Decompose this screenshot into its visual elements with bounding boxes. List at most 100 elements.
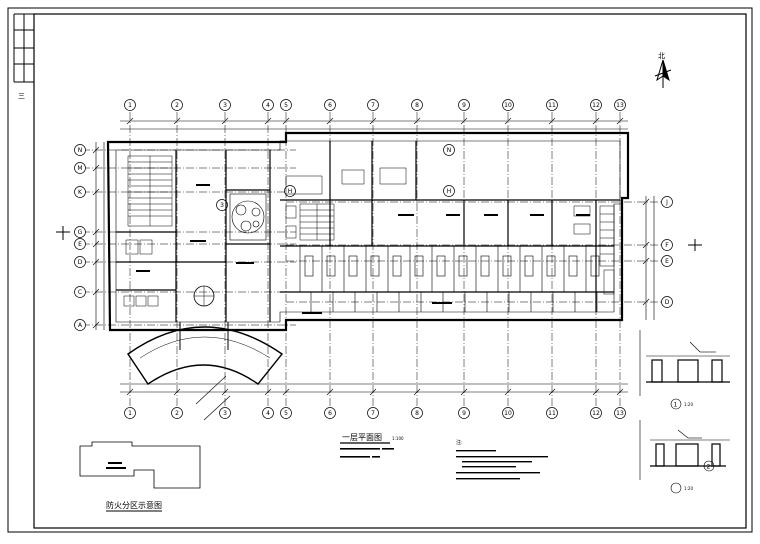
grid-bubble-bottom-11-label: 11 [548,410,556,417]
notes-heading: 注: [456,439,463,446]
grid-bubble-right-D: D [661,296,673,308]
grid-bubble-top-6: 6 [324,99,336,111]
grid-bubble-secondary-col-label: 3 [220,202,224,209]
grid-bubble-top-13: 13 [614,99,626,111]
grid-bubble-left-M: M [74,162,86,174]
grid-bubble-bottom-7-label: 7 [371,410,375,417]
exterior-walls [106,131,630,332]
grid-bubble-secondary-n: N [443,144,455,156]
grid-bubble-bottom-5: 5 [280,407,292,419]
grid-bubble-top-8: 8 [411,99,423,111]
room-labels-placeholders [136,184,590,314]
grid-bubble-top-13-label: 13 [616,102,624,109]
grid-bubble-top-5: 5 [280,99,292,111]
grid-bubble-right-E-label: E [665,258,669,265]
grid-bubble-top-12-label: 12 [592,102,600,109]
plan-scale: 1:100 [392,436,404,441]
notes-text-lines [456,450,548,480]
grid-bubble-top-2: 2 [171,99,183,111]
detail-2-drawing [639,420,730,480]
grid-bubble-left-E-label: E [78,241,82,248]
grid-bubble-secondary-row-2-label: H [447,188,452,195]
site-plan-drawing [79,441,201,489]
grid-bubble-top-9: 9 [458,99,470,111]
grid-bubble-top-10: 10 [502,99,514,111]
grid-bubble-right-J: J [661,196,673,208]
grid-bubble-left-A-label: A [78,322,83,329]
grid-bubble-left-N-label: N [78,147,83,154]
grid-bubbles: 1122334455667788991010111112121313ACDEGK… [74,99,673,419]
grid-bubble-bottom-6-label: 6 [328,410,332,417]
sheet-frame [7,7,753,533]
grid-bubble-left-C: C [74,286,86,298]
detail-1-drawing [639,330,730,396]
grid-bubble-bottom-12-label: 12 [592,410,600,417]
grid-bubble-top-1-label: 1 [128,102,132,109]
detail-1-scale: 1:20 [684,402,693,407]
grid-bubble-bottom-1-label: 1 [128,410,132,417]
grid-bubble-bottom-7: 7 [367,407,379,419]
grid-bubble-bottom-1: 1 [124,407,136,419]
grid-bubble-left-K-label: K [78,189,83,196]
fixtures [123,167,615,307]
grid-bubble-bottom-5-label: 5 [284,410,288,417]
grid-bubble-left-N: N [74,144,86,156]
grid-bubble-top-11-label: 11 [548,102,556,109]
grid-bubble-bottom-9: 9 [458,407,470,419]
grid-bubble-bottom-11: 11 [546,407,558,419]
detail-2-number: 2 [707,464,711,471]
grid-bubble-left-E: E [74,238,86,250]
north-label: 北 [658,52,665,60]
grid-bubble-top-7: 7 [367,99,379,111]
detail-1-number: 1 [674,402,678,409]
grid-bubble-left-D-label: D [78,259,83,266]
plan-title: 一层平面图 [342,433,382,442]
grid-bubble-top-6-label: 6 [328,102,332,109]
grid-bubble-bottom-10-label: 10 [504,410,512,417]
grid-bubble-bottom-13-label: 13 [616,410,624,417]
grid-bubble-top-8-label: 8 [415,102,419,109]
hall-feature-icon [229,193,267,241]
grid-bubble-left-D: D [74,256,86,268]
grid-bubble-bottom-3: 3 [219,407,231,419]
grid-bubble-top-7-label: 7 [371,102,375,109]
grid-bubble-left-A: A [74,319,86,331]
grid-bubble-top-3-label: 3 [223,102,227,109]
grid-bubble-secondary-n-label: N [447,147,452,154]
grid-bubble-bottom-9-label: 9 [462,410,466,417]
grid-bubble-top-2-label: 2 [175,102,179,109]
grid-bubble-bottom-4-label: 4 [266,410,270,417]
title-block-mark: 三 [18,92,25,100]
grid-bubble-secondary-row-label: H [288,188,293,195]
grid-bubble-bottom-12: 12 [590,407,602,419]
grid-bubble-bottom-6: 6 [324,407,336,419]
grid-bubble-top-4: 4 [262,99,274,111]
grid-bubble-bottom-13: 13 [614,407,626,419]
dimension-lines [95,120,655,393]
grid-bubble-bottom-8: 8 [411,407,423,419]
entrance-canopy [127,285,284,421]
stair-left-icon [127,155,173,227]
grid-bubble-top-12: 12 [590,99,602,111]
grid-bubble-left-M-label: M [77,165,82,172]
grid-bubble-bottom-4: 4 [262,407,274,419]
grid-bubble-bottom-3-label: 3 [223,410,227,417]
grid-bubble-top-9-label: 9 [462,102,466,109]
grid-bubble-left-G-label: G [78,229,83,236]
grid-bubble-bottom-8-label: 8 [415,410,419,417]
grid-bubble-right-J-label: J [665,199,668,206]
detail-2-tag: 2 1:20 [670,460,715,494]
grid-bubble-top-11: 11 [546,99,558,111]
grid-bubble-right-D-label: D [665,299,670,306]
ward-partitions [299,246,600,312]
grid-bubble-bottom-2: 2 [171,407,183,419]
site-plan-title: 防火分区示意图 [106,500,162,510]
grid-bubble-top-1: 1 [124,99,136,111]
grid-bubble-secondary-row-2: H [443,185,455,197]
grid-bubble-bottom-2-label: 2 [175,410,179,417]
grid-bubble-left-K: K [74,186,86,198]
section-marks [56,226,702,251]
grid-bubble-top-5-label: 5 [284,102,288,109]
